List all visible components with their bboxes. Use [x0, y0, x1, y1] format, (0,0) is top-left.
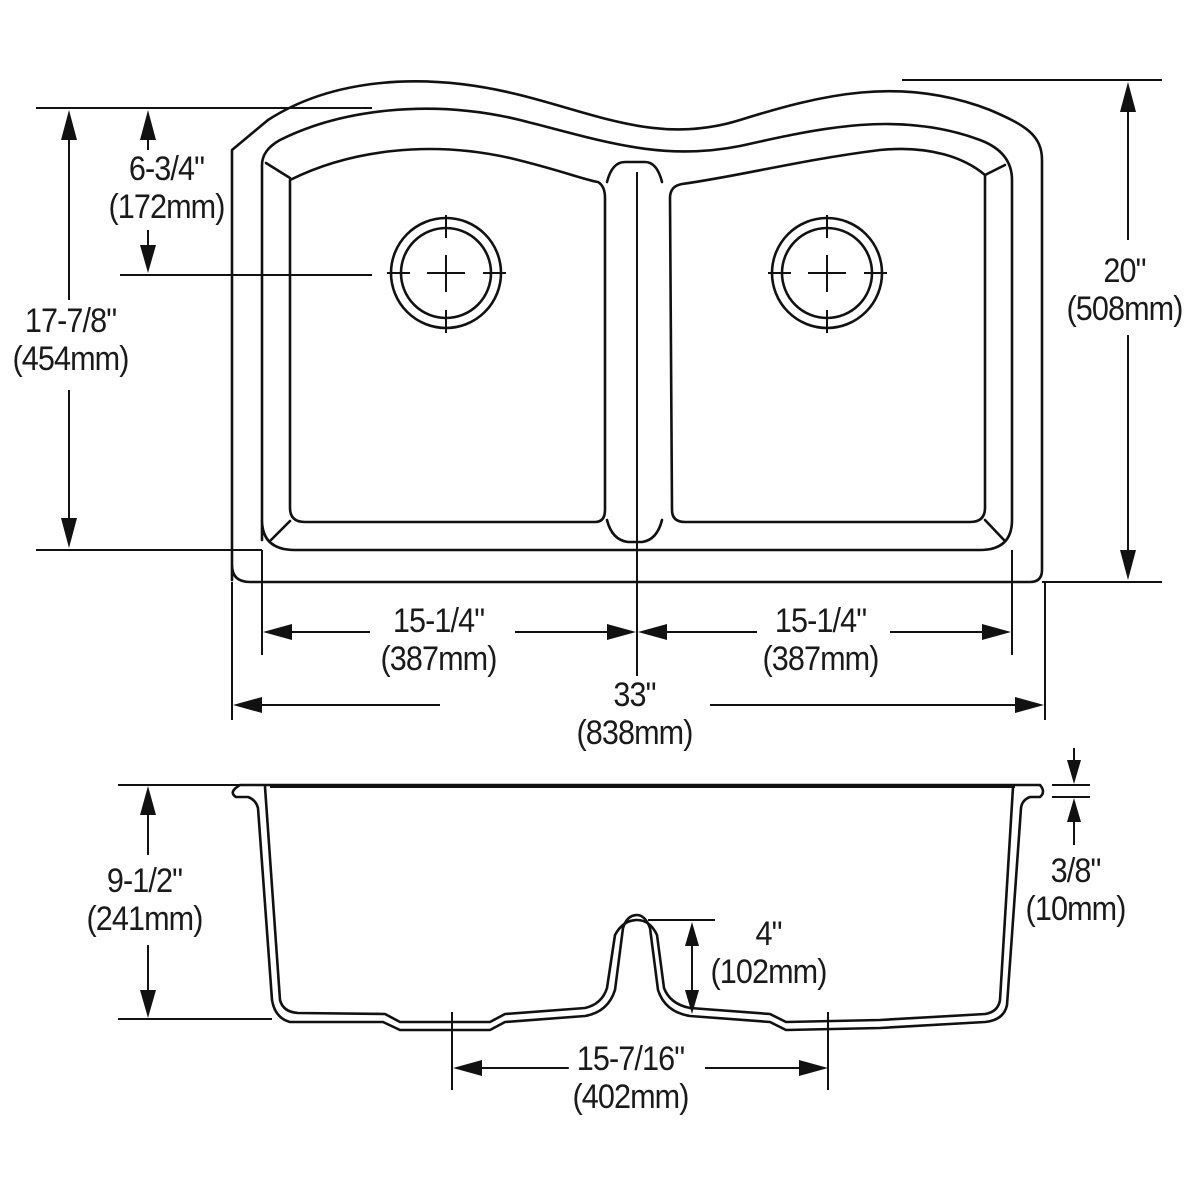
dim-metric: (508mm)	[1066, 290, 1183, 329]
dim-imperial: 3/8"	[1050, 852, 1102, 890]
dim-label-overall-width: 33" (838mm)	[572, 676, 697, 753]
dim-imperial: 20"	[1103, 252, 1146, 290]
left-drain-icon	[387, 215, 506, 333]
dim-metric: (241mm)	[86, 900, 203, 939]
section-view	[118, 748, 1090, 1090]
dim-imperial: 4"	[755, 915, 782, 953]
left-bowl-outline	[288, 147, 607, 524]
right-bowl-outline	[668, 147, 987, 524]
sink-outer-outline	[230, 80, 1044, 584]
section-inner-profile	[263, 785, 1015, 1024]
dim-metric: (402mm)	[572, 1078, 689, 1117]
right-drain-icon	[768, 215, 887, 333]
dim-metric: (102mm)	[710, 953, 827, 992]
right-bowl-corner-bevel-bottom	[983, 518, 1006, 542]
left-bowl-corner-bevel	[264, 161, 292, 180]
top-view	[36, 79, 1162, 720]
dim-label-right-bowl-width: 15-1/4" (387mm)	[758, 602, 883, 679]
dim-label-drain-spacing: 15-7/16" (402mm)	[568, 1040, 693, 1117]
dim-label-rim-thickness: 3/8" (10mm)	[1021, 852, 1130, 929]
dim-imperial: 15-1/4"	[774, 602, 867, 640]
divider-outline	[605, 160, 664, 544]
dim-metric: (10mm)	[1025, 890, 1127, 929]
dim-label-divider-height: 4" (102mm)	[707, 915, 830, 991]
dim-imperial: 33"	[613, 676, 656, 714]
dim-imperial: 15-7/16"	[576, 1040, 685, 1078]
rim-outline	[260, 107, 1014, 552]
right-bowl-corner-bevel	[983, 163, 1007, 177]
dim-imperial: 15-1/4"	[392, 602, 485, 640]
dim-imperial: 9-1/2"	[106, 862, 183, 900]
dim-imperial: 6-3/4"	[128, 150, 205, 188]
dim-label-overall-length: 20" (508mm)	[1062, 252, 1187, 329]
dim-metric: (172mm)	[108, 188, 225, 227]
dim-label-bowl-top-to-drain: 6-3/4" (172mm)	[104, 150, 229, 227]
dim-metric: (454mm)	[12, 340, 129, 379]
dim-label-left-bowl-width: 15-1/4" (387mm)	[376, 602, 501, 679]
dim-metric: (838mm)	[576, 714, 693, 753]
dim-metric: (387mm)	[380, 640, 497, 679]
section-outer-profile	[231, 783, 1045, 1032]
left-bowl-corner-bevel-bottom	[269, 519, 292, 542]
dim-label-bowl-depth: 9-1/2" (241mm)	[82, 862, 207, 939]
dim-metric: (387mm)	[762, 640, 879, 679]
dim-label-bowl-length: 17-7/8" (454mm)	[8, 302, 133, 379]
dim-imperial: 17-7/8"	[24, 302, 117, 340]
